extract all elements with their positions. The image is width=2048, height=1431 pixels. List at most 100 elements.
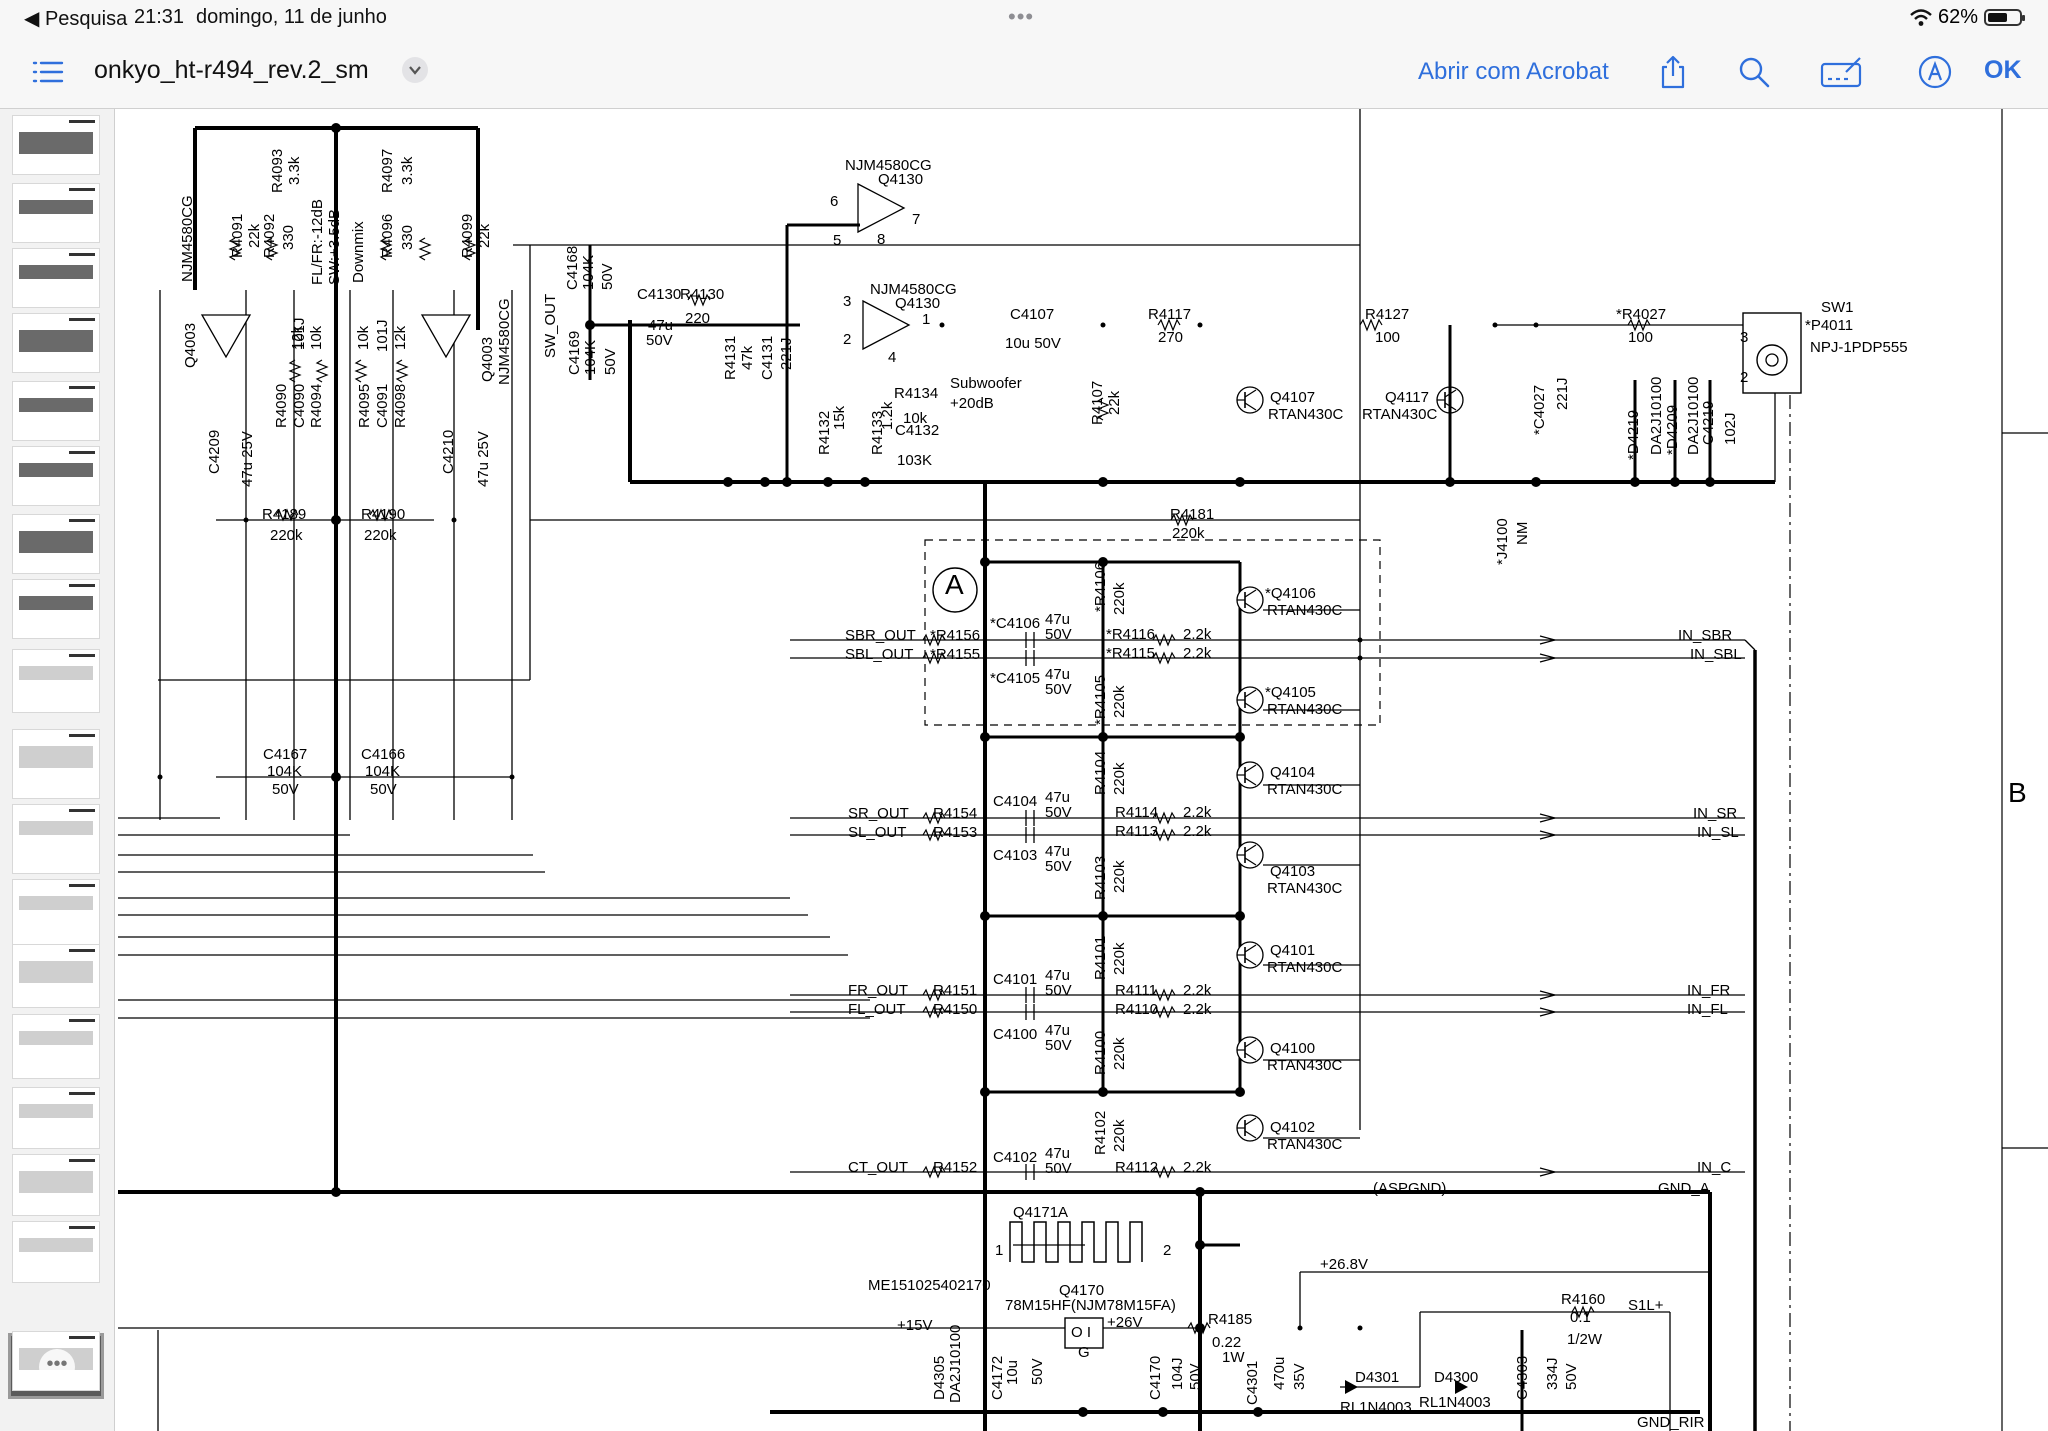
share-icon[interactable]	[1655, 54, 1691, 90]
schematic-label-q4130-top: Q4130	[878, 171, 924, 188]
schematic-label-j2: 2	[1740, 369, 1749, 386]
schematic-label-c4130: C4130	[637, 286, 682, 303]
schematic-label-r4105: *R4105	[1092, 674, 1109, 725]
schematic-label-njm-mid: NJM4580CG	[870, 281, 957, 298]
schematic-label-c4104v: 47u	[1045, 789, 1071, 806]
schematic-label-r4189v: 220k	[270, 527, 303, 544]
schematic-label-in-c: IN_C	[1697, 1159, 1732, 1176]
schematic-label-d4301: D4301	[1355, 1369, 1400, 1386]
schematic-label-c4102v: 47u	[1045, 1145, 1071, 1162]
page-thumbnail[interactable]	[12, 1087, 100, 1149]
schematic-label-in-sbr: IN_SBR	[1678, 627, 1733, 644]
schematic-label-c4102v2: 50V	[1045, 1160, 1072, 1177]
schematic-label-r4111: R4111	[1115, 982, 1157, 999]
schematic-label-r4115: *R4115	[1106, 645, 1155, 662]
page-thumbnail[interactable]	[12, 879, 100, 949]
wifi-icon	[1910, 8, 1932, 26]
schematic-label-r4113v: 2.2k	[1183, 823, 1212, 840]
page-thumbnail[interactable]	[12, 115, 100, 175]
schematic-label-r4134v: 10k	[903, 410, 928, 427]
schematic-label-r4027v: 100	[1628, 329, 1654, 346]
schematic-label-j4100: *J4100	[1494, 518, 1511, 565]
schematic-label-r4130: R4130	[680, 286, 725, 303]
schematic-label-c4219: C4219	[1700, 400, 1717, 445]
schematic-label-r4111v: 2.2k	[1183, 982, 1212, 999]
schematic-label-r4110: R4110	[1115, 1001, 1159, 1018]
multitask-dots-icon[interactable]: •••	[1008, 4, 1035, 29]
schematic-label-pin7: 7	[912, 211, 921, 228]
schematic-label-c4131: C4131	[759, 335, 776, 380]
schematic-label-r4106v: 220k	[1111, 582, 1128, 615]
search-icon[interactable]	[1736, 54, 1772, 90]
open-with-acrobat-button[interactable]: Abrir com Acrobat	[1418, 58, 1609, 85]
page-thumbnail[interactable]	[12, 729, 100, 799]
schematic-label-c4103v2: 50V	[1045, 858, 1072, 875]
schematic-label-c4027: *C4027	[1531, 384, 1548, 435]
schematic-label-sw-out: SW_OUT	[542, 293, 559, 358]
schematic-label-r4133v: 1.2k	[879, 401, 896, 430]
list-icon[interactable]	[30, 54, 66, 90]
schematic-label-ct-out: CT_OUT	[848, 1159, 908, 1176]
schematic-label-r4131: R4131	[722, 335, 739, 380]
schematic-label-c4219v: 102J	[1722, 412, 1739, 445]
page-thumbnail[interactable]	[12, 381, 100, 441]
schematic-label-d4209v: DA2J10100	[1685, 376, 1702, 455]
schematic-label-me151: ME151025402170	[868, 1277, 991, 1294]
page-thumbnail[interactable]	[12, 649, 100, 713]
schematic-label-q4171a: Q4171A	[1013, 1204, 1069, 1221]
schematic-label-c4209: C4209	[206, 429, 223, 474]
schematic-label-q4117: Q4117	[1385, 389, 1429, 406]
schematic-label-r4099v: 22k	[476, 223, 493, 248]
page-thumbnail-sidebar[interactable]: •••	[0, 109, 115, 1431]
schematic-label-r4117v: 270	[1158, 329, 1184, 346]
schematic-label-r4127: R4127	[1365, 306, 1410, 323]
page-thumbnail[interactable]	[12, 1221, 100, 1283]
markup-icon[interactable]	[1820, 54, 1864, 90]
schematic-label-sl-out: SL_OUT	[848, 824, 907, 841]
schematic-label-pin3: 3	[843, 293, 852, 310]
schematic-label-c4100: C4100	[993, 1026, 1038, 1043]
schematic-label-c4130v: 47u	[648, 317, 674, 334]
thumbnail-more-button[interactable]: •••	[39, 1349, 75, 1385]
page-thumbnail[interactable]	[12, 446, 100, 506]
schematic-label-njm-top: NJM4580CG	[845, 157, 932, 174]
schematic-label-pin2: 2	[843, 331, 852, 348]
schematic-label-r4181: R4181	[1170, 506, 1215, 523]
page-thumbnail[interactable]	[12, 183, 100, 243]
page-thumbnail[interactable]	[12, 514, 100, 574]
schematic-label-c4167v2: 50V	[272, 781, 299, 798]
schematic-label-c4303v: 334J	[1544, 1357, 1561, 1390]
schematic-label-r4160v: 0.1	[1570, 1309, 1591, 1326]
schematic-label-r4154: R4154	[933, 805, 978, 822]
schematic-label-j3: 3	[1740, 329, 1749, 346]
schematic-label-p15: +15V	[897, 1317, 933, 1334]
schematic-label-r4156: *R4156	[930, 627, 981, 644]
schematic-label-r4117: R4117	[1148, 306, 1192, 323]
page-thumbnail[interactable]	[12, 1014, 100, 1079]
schematic-label-c4106v: 47u	[1045, 611, 1071, 628]
schematic-label-c4169v: 104K	[582, 339, 599, 375]
schematic-label-c4101v: 47u	[1045, 967, 1071, 984]
title-menu-button[interactable]	[402, 57, 428, 83]
schematic-label-q4003-a: Q4003	[182, 322, 199, 368]
page-thumbnail[interactable]	[12, 579, 100, 639]
schematic-label-r4110v: 2.2k	[1183, 1001, 1212, 1018]
schematic-label-in-fl: IN_FL	[1687, 1001, 1728, 1018]
back-to-search-link[interactable]: ◀ Pesquisa	[24, 8, 128, 30]
schematic-label-subwoofer: Subwoofer	[950, 375, 1022, 392]
page-thumbnail[interactable]	[12, 1154, 100, 1216]
done-button[interactable]: OK	[1984, 56, 2022, 84]
schematic-label-r4160v2: 1/2W	[1567, 1331, 1603, 1348]
schematic-label-q4103: Q4103	[1270, 863, 1316, 880]
schematic-label-pin8: 8	[877, 231, 886, 248]
schematic-label-r4116v: 2.2k	[1183, 626, 1212, 643]
annotate-icon[interactable]	[1917, 54, 1953, 90]
page-thumbnail[interactable]	[12, 248, 100, 308]
schematic-label-oi: O I	[1071, 1324, 1092, 1341]
page-thumbnail[interactable]	[12, 313, 100, 373]
page-thumbnail[interactable]	[12, 804, 100, 874]
page-thumbnail[interactable]	[12, 944, 100, 1008]
schematic-label-q4103v: RTAN430C	[1267, 880, 1343, 897]
schematic-label-p4011: *P4011	[1805, 317, 1854, 334]
